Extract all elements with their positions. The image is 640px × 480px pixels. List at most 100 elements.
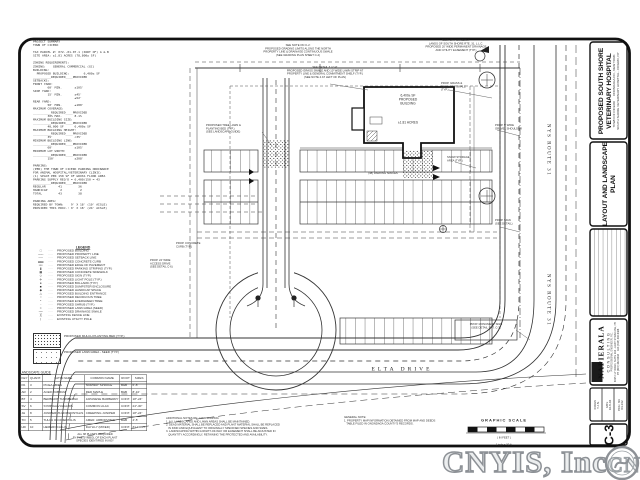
annotation-block-east: NOW OR FORMERLY:LANDS OF SOUTH SHORE RTE…	[425, 39, 487, 52]
footnote-line: BY THE SYMBOL OF EACH PLANT	[72, 436, 118, 440]
firm-subname: CONSULTING	[605, 331, 611, 373]
watermark: CNYIS, IncCNY	[441, 443, 640, 480]
summary-line: 60' MIN. ±105'	[33, 86, 84, 90]
legend-mulch-label: PROPOSED MULCH PLANTING BED (TYP.)	[64, 335, 125, 338]
legend-leader: ·····	[48, 260, 53, 264]
footnote-line: SPECIES IDENTIFIED IN KEY	[76, 439, 114, 443]
watermark-seal-icon	[604, 445, 640, 480]
summary-line: __________REQUIRED____PROVIDED	[33, 121, 88, 125]
route31-label-upper: NYS ROUTE 31	[546, 123, 552, 177]
summary-line: TOWN OF CICERO	[33, 43, 59, 48]
legend-label: PROPOSED HANDICAP SPACE	[57, 289, 102, 293]
legend-item: ══ ····· PROPOSED EDGE OF PAVEMENT	[33, 264, 133, 268]
summary-line: 35' <35'	[33, 135, 82, 140]
graphic-scale-title: GRAPHIC SCALE	[480, 417, 528, 423]
legend-leader: ·····	[48, 310, 53, 314]
sign-detail-box-text: PROP. MONUMENT SIGN(SEE DETAIL SHT. C-7)	[469, 323, 503, 330]
callout-sign: PROP. SIGN(SEE DETAIL)	[495, 219, 513, 226]
landscaping-note-line: ADDITIONAL NOTES RE: LANDSCAPING:	[166, 417, 220, 420]
footnote-line: ALL 38 PLANTS REQUIRED	[77, 433, 113, 436]
legend-lawn-label: PROPOSED LAWN AREA - SEED (TYP.)	[64, 351, 120, 354]
legend-symbol-icon: ▦	[39, 271, 42, 275]
legend-label: PROPOSED BUILDING ENTRANCE	[57, 292, 107, 296]
elta-drive-label: ELTA DRIVE	[371, 366, 433, 372]
legend-label: EXISTING UTILITY POLE	[57, 317, 92, 321]
landscape-guide-title: LANDSCAPE GUIDE	[20, 371, 51, 375]
summary-line: MAXIMUM COVERAGE:	[33, 107, 64, 111]
summary-line: __________REQUIRED____PROVIDED	[33, 153, 88, 157]
legend-label: PROPOSED SHRUB (TYP.)	[57, 303, 95, 307]
legend-label: PROPOSED EVERGREEN TREE	[57, 299, 103, 303]
landscaping-note-line: 3. LANDSCAPING WITHIN A RIGHT-OF-WAY OR …	[166, 430, 276, 434]
legend-leader: ·····	[48, 274, 53, 278]
summary-line: SITE AREA: ±1.81 ACRES (78,800± SF)	[33, 54, 97, 58]
summary-line: (1) SPACE PER 150 SF OF GROSS FLOOR AREA	[33, 174, 106, 178]
summary-line: FOR ANIMAL HOSPITAL/VETERINARY CLINIC:	[33, 170, 102, 175]
general-note-line: 1. PROPERTY MAP INFORMATION OBTAINED FRO…	[344, 419, 436, 423]
legend-symbol-icon: △	[39, 292, 42, 296]
legend-symbol-icon: ●	[39, 281, 42, 285]
summary-line: PARKING AREA:	[33, 199, 57, 203]
landscape-header-cell: QUANT.	[28, 374, 43, 382]
legend-symbol-icon: ▬▬	[38, 260, 44, 264]
legend-leader: ·····	[48, 314, 53, 318]
legend-label: PROPOSED LAWN AREA (SEED)	[57, 307, 104, 310]
summary-line: __________REQUIRED____PROVIDED	[33, 132, 88, 136]
annotation-block-mid: SEE DETAIL 3 / C-8:PROPOSED GRASS SWALE …	[286, 66, 364, 79]
summary-line: __________REQUIRED____PROVIDED	[33, 110, 88, 115]
legend-item: ◦ ····· PROPOSED SHRUB (TYP.)	[33, 303, 133, 307]
summary-line: ZONING: GENERAL COMMERCIAL (GC)	[33, 64, 95, 69]
summary-line: __________REQUIRED____PROVIDED	[33, 142, 88, 147]
summary-line: PROJECT SUMMARY	[33, 40, 61, 44]
parking-stalls	[203, 147, 493, 345]
legend-panel: LEGEND □ ····· PROPOSED BUILDING ─── ···…	[33, 246, 133, 397]
summary-line: __________REQUIRED____PROVIDED	[33, 75, 88, 79]
legend-leader: ·····	[48, 303, 53, 307]
legend-symbol-icon: ≈	[39, 307, 42, 310]
legend-symbol-icon: ◆	[39, 289, 42, 293]
legend-symbol-icon: ✛	[39, 278, 42, 282]
summary-line: (PER) THE TOWN OF CICERO PARKING ORDINAN…	[33, 167, 109, 171]
legend-symbol-icon: ~~~	[38, 310, 43, 314]
legend-leader: ·····	[48, 278, 53, 282]
summary-line: TAX PARCEL #: 072.-01-07.1 (PART OF) A &…	[33, 50, 109, 55]
landscape-header-cell: SIZES	[131, 374, 148, 382]
legend-item: ╳ ····· EXISTING FENCE LINE	[33, 314, 133, 318]
legend-lawn-swatch	[33, 349, 61, 364]
legend-item: |||| ····· PROPOSED PARKING STRIPING (TY…	[33, 267, 133, 271]
legend-item: ◇ ····· PROPOSED SIGN (TYP.)	[33, 275, 133, 279]
summary-line: REQUIRED BY TOWN: 9' X 18' (10' AISLE)	[33, 202, 108, 207]
legend-symbol-icon: ───	[38, 253, 43, 257]
summary-line: MINIMUM LOT WIDTH:	[33, 149, 66, 154]
legend-label: PROPOSED DRAINAGE SWALE	[57, 310, 102, 314]
legend-leader: ·····	[48, 253, 53, 257]
legend-symbol-icon: ╳	[39, 314, 42, 318]
legend-symbol-icon: ◦	[40, 303, 41, 307]
legend-label: PROPOSED BUILDING	[57, 249, 90, 253]
watermark-text: CNYIS, Inc	[441, 443, 608, 480]
general-note-line: TABLE FILED IN ONONDAGA COUNTY'S RECORDS…	[344, 422, 414, 426]
legend-label: PROPOSED BOLLARD (TYP.)	[57, 281, 98, 285]
legend-label: PROPOSED SIGN (TYP.)	[57, 274, 92, 278]
summary-line: HANDICAP 2 2	[33, 188, 82, 193]
legend-item: – – – ····· PROPOSED SETBACK LINE	[33, 257, 133, 261]
landscaping-note-line: 1. ALL LANDSCAPED AND LAWN AREAS SHALL B…	[166, 420, 251, 424]
general-note: GENERAL NOTE:1. PROPERTY MAP INFORMATION…	[344, 416, 458, 436]
legend-symbol-icon: ══	[38, 263, 43, 267]
legend-leader: ·····	[48, 317, 53, 321]
legend-leader: ·····	[48, 296, 53, 300]
legend-label: PROPOSED SETBACK LINE	[57, 256, 97, 260]
